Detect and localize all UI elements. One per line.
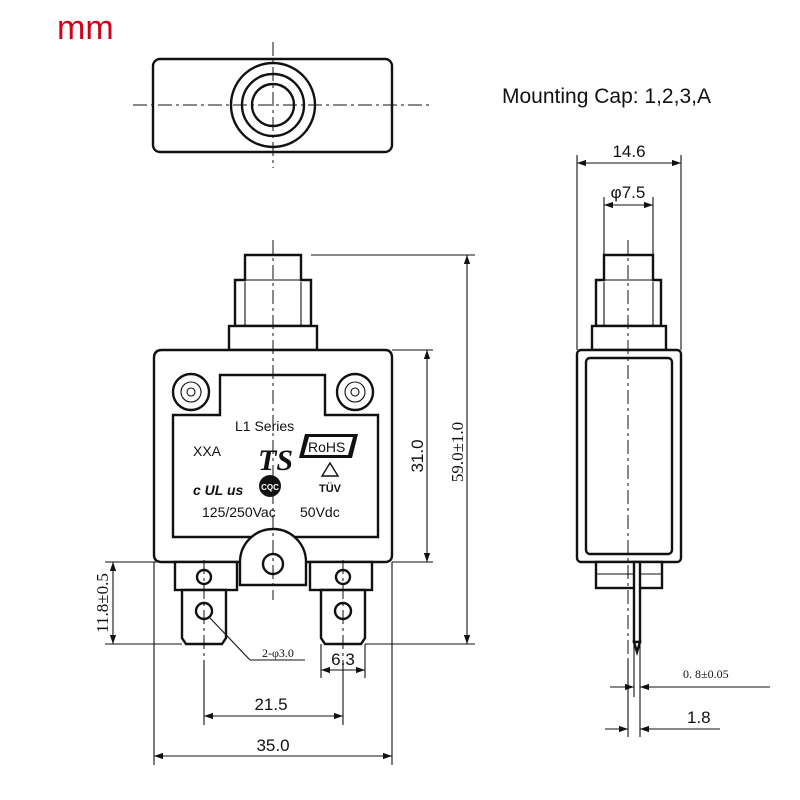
label-plate [171,373,380,539]
cqc-mark-icon [259,475,281,497]
dim-terminal-width: 6.3 [331,650,355,669]
side-neck [590,324,668,352]
units-label: mm [57,9,114,47]
dim-button-diameter: φ7.5 [611,183,646,202]
top-view [133,42,433,168]
side-body-face [584,356,674,556]
rating-label: XXA [193,443,222,459]
label-plate-content: L1 Series XXA TS RoHS c UL us CQC TÜV 12… [193,418,358,520]
tuv-mark: TÜV [319,482,342,495]
side-body [575,348,683,564]
dim-total-height: 59.0±1.0 [448,422,467,482]
dim-total-width: 35.0 [256,736,289,755]
dim-holes: 2-φ3.0 [262,646,294,660]
side-dimensions: 14.6 φ7.5 0. 8±0.05 1.8 [576,142,770,737]
tuv-triangle-icon [320,461,340,477]
side-view [575,240,683,660]
dim-terminal-pitch: 21.5 [254,695,287,714]
front-view [152,240,394,660]
mounting-cap-label: Mounting Cap: 1,2,3,A [502,85,711,108]
ac-rating: 125/250Vac [202,504,276,520]
mount-hole-right [335,372,375,412]
dim-terminal-offset: 1.8 [687,708,711,727]
side-base [594,560,664,590]
dc-rating: 50Vdc [300,504,340,520]
dim-side-width: 14.6 [612,142,645,161]
front-dimensions: 59.0±1.0 31.0 11.8±0.5 2-φ3.0 6.3 21.5 3… [93,254,475,765]
cqc-mark: CQC [261,483,279,492]
bottom-lug [238,527,308,587]
dim-terminal-thickness: 0. 8±0.05 [683,667,729,681]
terminal-block-left [173,560,239,592]
series-label: L1 Series [235,418,294,434]
brand-logo: TS [258,444,293,477]
dim-terminal-height: 11.8±0.5 [93,573,112,633]
side-terminal [632,560,642,644]
terminal-block-right [308,560,374,592]
dim-body-height: 31.0 [408,439,427,472]
ul-mark: c UL us [193,482,244,498]
rohs-text: RoHS [308,439,345,455]
mount-hole-left [171,372,211,412]
